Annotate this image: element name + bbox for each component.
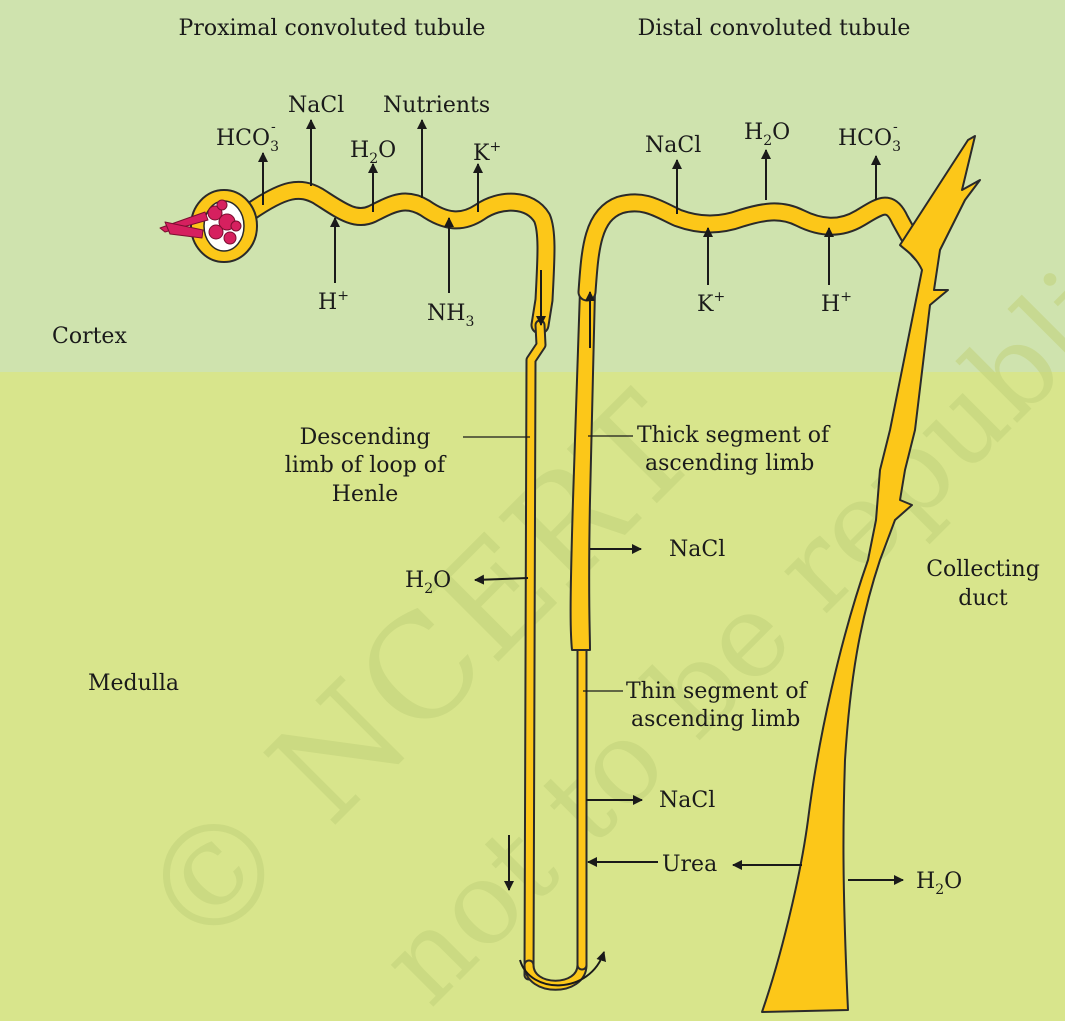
- pct-h-label: H+: [318, 288, 349, 315]
- pct-k-label: K+: [473, 139, 501, 166]
- dct-h-label: H+: [821, 289, 852, 317]
- descending-limb-label: Descending limb of loop of Henle: [285, 425, 447, 507]
- svg-text:ascending limb: ascending limb: [631, 707, 800, 732]
- urea-label: Urea: [662, 852, 717, 877]
- dct-nacl-label: NaCl: [645, 133, 701, 158]
- thick-ascending-limb-label: Thick segment of ascending limb: [637, 423, 831, 476]
- region-medulla-label: Medulla: [88, 671, 179, 696]
- thick-nacl-label: NaCl: [669, 537, 725, 562]
- region-cortex-label: Cortex: [52, 324, 127, 349]
- medulla-transport-arrows: [474, 544, 904, 885]
- heading-distal: Distal convoluted tubule: [638, 16, 911, 41]
- pct-transport-arrows: [258, 119, 483, 293]
- flow-arrows: [504, 270, 606, 987]
- dct-hco3-label: HCO3-: [838, 119, 901, 155]
- dct-h2o-label: H2O: [744, 120, 790, 149]
- thin-nacl-label: NaCl: [659, 788, 715, 813]
- heading-proximal: Proximal convoluted tubule: [179, 16, 486, 41]
- svg-text:Thin segment of: Thin segment of: [626, 679, 809, 704]
- svg-text:Collecting: Collecting: [926, 557, 1040, 582]
- pct-nutrients-label: Nutrients: [383, 93, 490, 118]
- pct-nh3-label: NH3: [427, 301, 474, 330]
- pct-hco3-label: HCO3-: [216, 119, 279, 155]
- dct-transport-arrows: [672, 149, 881, 285]
- descending-h2o-label: H2O: [405, 568, 451, 597]
- thin-ascending-limb-label: Thin segment of ascending limb: [626, 679, 809, 732]
- glomerulus: [159, 199, 242, 245]
- pct-nacl-label: NaCl: [288, 93, 344, 118]
- svg-text:Descending: Descending: [300, 425, 431, 450]
- collecting-duct: [761, 135, 981, 1013]
- collecting-duct-label: Collecting duct: [926, 557, 1040, 611]
- pct-h2o-label: H2O: [350, 138, 396, 167]
- svg-text:Thick segment of: Thick segment of: [637, 423, 831, 448]
- cortex-region: [0, 0, 1065, 372]
- svg-text:Henle: Henle: [332, 482, 398, 507]
- leader-lines: [463, 435, 633, 692]
- svg-text:duct: duct: [958, 586, 1008, 611]
- duct-h2o-label: H2O: [916, 869, 962, 898]
- svg-text:ascending limb: ascending limb: [645, 451, 814, 476]
- dct-k-label: K+: [697, 289, 725, 317]
- svg-text:limb of loop of: limb of loop of: [285, 453, 447, 478]
- nephron-tubule: [159, 135, 981, 1013]
